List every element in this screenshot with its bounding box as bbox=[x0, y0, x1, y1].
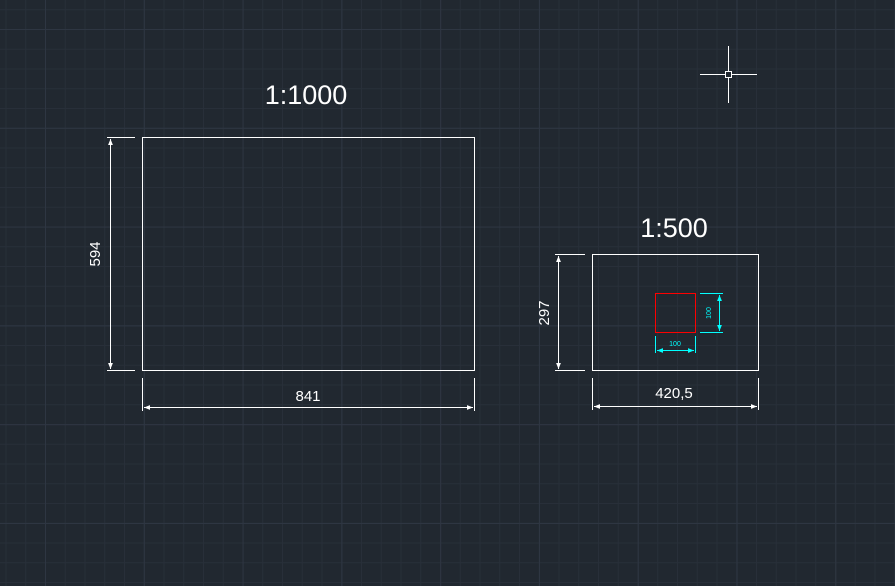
large-sheet-scale-label: 1:1000 bbox=[265, 80, 348, 110]
large-sheet-height-value: 594 bbox=[87, 241, 104, 266]
large-sheet-width-dimension[interactable]: 841 bbox=[142, 378, 475, 411]
crosshair-cursor-icon bbox=[700, 46, 757, 103]
detail-width-dimension[interactable]: 100 bbox=[655, 336, 696, 353]
small-sheet-rectangle[interactable] bbox=[592, 254, 759, 371]
large-sheet-rectangle[interactable] bbox=[142, 137, 475, 371]
small-sheet-width-value: 420,5 bbox=[655, 385, 693, 402]
detail-height-dimension[interactable]: 100 bbox=[700, 293, 723, 333]
large-sheet-height-dimension[interactable]: 594 bbox=[87, 137, 135, 371]
detail-width-value: 100 bbox=[669, 341, 681, 348]
small-sheet-width-dimension[interactable]: 420,5 bbox=[592, 378, 759, 410]
detail-height-value: 100 bbox=[706, 307, 713, 319]
small-sheet-scale-label: 1:500 bbox=[640, 213, 708, 243]
detail-square[interactable] bbox=[655, 293, 696, 333]
small-sheet-height-value: 297 bbox=[536, 300, 553, 325]
large-sheet-width-value: 841 bbox=[295, 388, 320, 405]
small-sheet-height-dimension[interactable]: 297 bbox=[536, 254, 585, 371]
